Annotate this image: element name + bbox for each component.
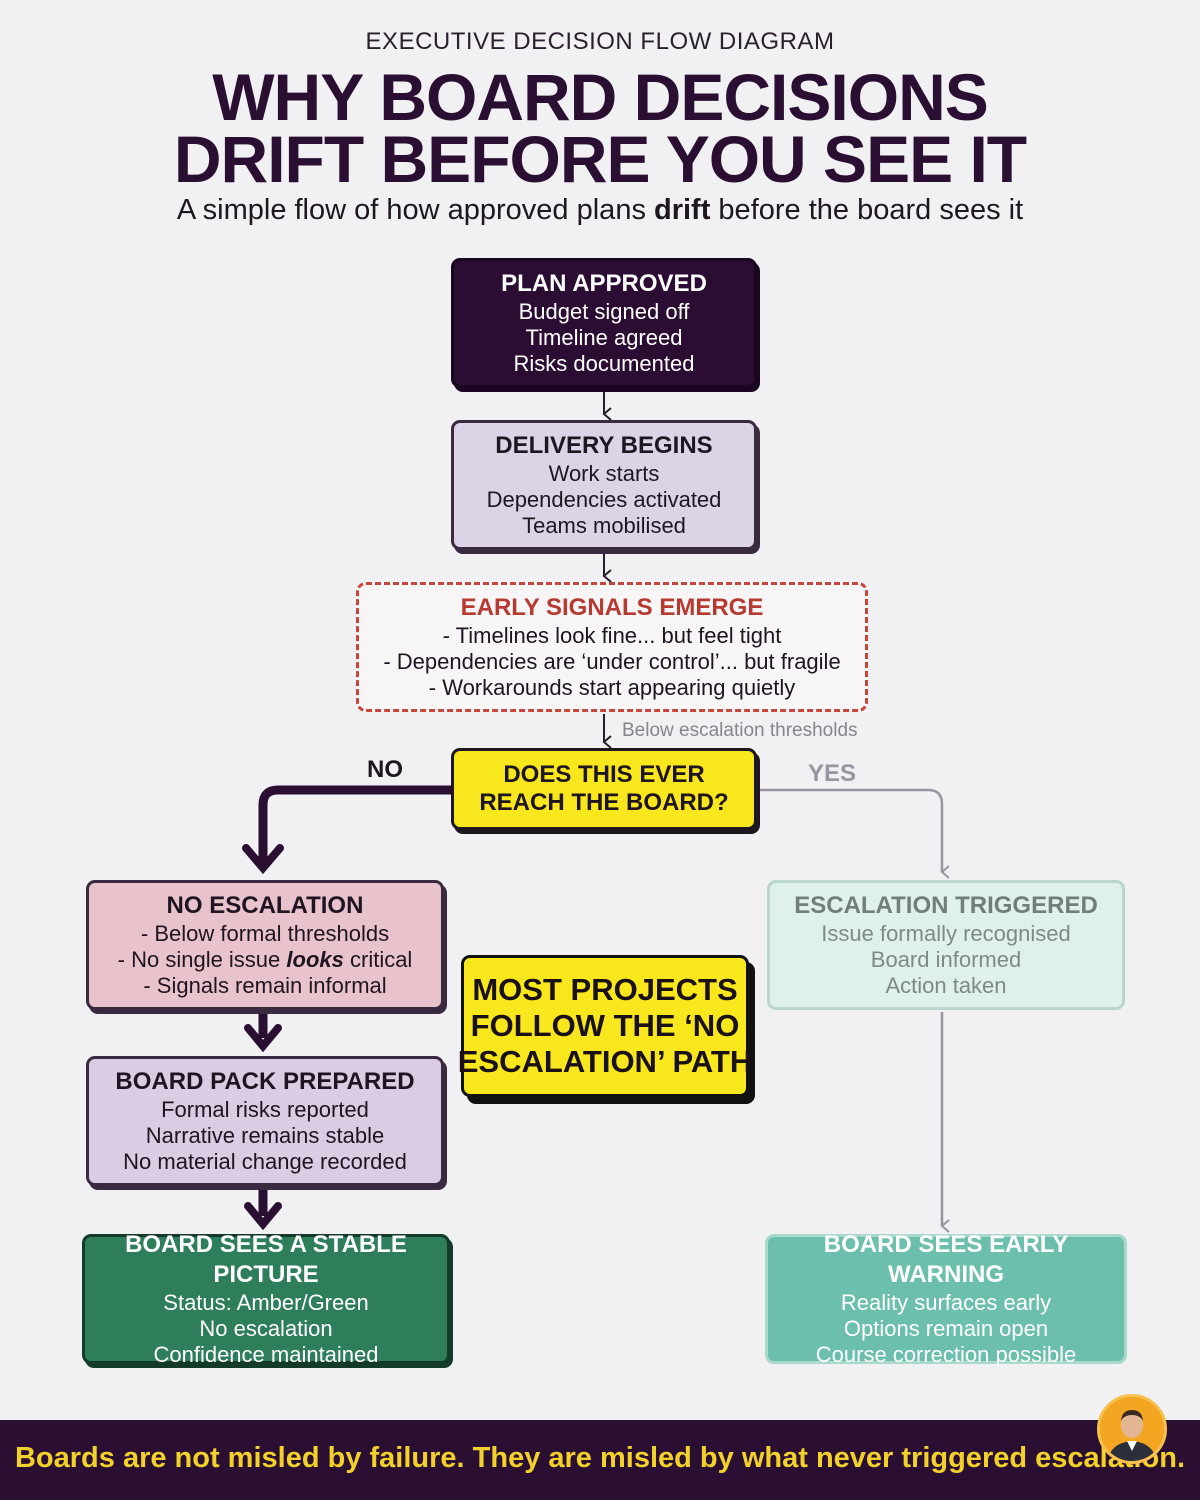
node-title: BOARD SEES A STABLE PICTURE xyxy=(125,1231,407,1288)
question-line-2: REACH THE BOARD? xyxy=(479,789,729,816)
avatar xyxy=(1097,1394,1167,1464)
node-line: - Timelines look fine... but feel tight xyxy=(442,623,782,648)
node-line: Teams mobilised xyxy=(522,513,686,538)
node-delivery-begins: DELIVERY BEGINS Work starts Dependencies… xyxy=(451,420,757,550)
subtitle-after: before the board sees it xyxy=(710,194,1024,226)
node-line: No material change recorded xyxy=(123,1149,407,1174)
node-title: BOARD PACK PREPARED xyxy=(115,1068,415,1095)
arrow-noesc-to-pack-head xyxy=(244,1024,282,1053)
page-title: WHY BOARD DECISIONS DRIFT BEFORE YOU SEE… xyxy=(0,60,1200,196)
node-line: - Dependencies are ‘under control’... bu… xyxy=(383,649,841,674)
node-line: Issue formally recognised xyxy=(821,921,1071,946)
subtitle-before: A simple flow of how approved plans xyxy=(176,194,654,226)
node-title: NO ESCALATION xyxy=(166,892,364,919)
callout-line: MOST PROJECTS xyxy=(472,972,738,1007)
node-line: Work starts xyxy=(548,461,660,486)
callout-line: ESCALATION’ PATH xyxy=(457,1044,753,1079)
callout-most-projects: MOST PROJECTS FOLLOW THE ‘NO ESCALATION’… xyxy=(458,955,752,1097)
no-branch-label: NO xyxy=(367,756,403,783)
node-line: Timeline agreed xyxy=(525,325,683,350)
node-title: EARLY SIGNALS EMERGE xyxy=(460,594,764,621)
line-emphasis: looks xyxy=(286,947,344,972)
node-early-signals: EARLY SIGNALS EMERGE - Timelines look fi… xyxy=(356,582,868,712)
node-board-sees-early-warning: BOARD SEES EARLY WARNING Reality surface… xyxy=(765,1231,1127,1367)
node-line: - Below formal thresholds xyxy=(140,921,390,946)
node-escalation-triggered: ESCALATION TRIGGERED Issue formally reco… xyxy=(767,880,1125,1010)
callout-line: FOLLOW THE ‘NO xyxy=(470,1008,740,1043)
node-line: Course correction possible xyxy=(815,1342,1077,1367)
subtitle-bold: drift xyxy=(654,194,711,226)
node-title: PLAN APPROVED xyxy=(501,270,707,297)
page-subtitle: A simple flow of how approved plans drif… xyxy=(0,194,1200,227)
node-line: - Workarounds start appearing quietly xyxy=(428,675,796,700)
node-line: No escalation xyxy=(199,1316,333,1341)
node-line: Narrative remains stable xyxy=(145,1123,385,1148)
node-title: BOARD SEES EARLY WARNING xyxy=(823,1231,1069,1288)
node-board-sees-stable-picture: BOARD SEES A STABLE PICTURE Status: Ambe… xyxy=(82,1231,450,1367)
node-no-escalation: NO ESCALATION - Below formal thresholds … xyxy=(86,880,444,1010)
line-after: critical xyxy=(343,947,413,972)
title-line-1: WHY BOARD DECISIONS xyxy=(212,60,989,134)
arrow-no-head xyxy=(242,844,284,875)
node-line: Risks documented xyxy=(513,351,695,376)
node-plan-approved: PLAN APPROVED Budget signed off Timeline… xyxy=(451,258,757,388)
node-line: Dependencies activated xyxy=(486,487,722,512)
person-icon xyxy=(1100,1397,1164,1461)
arrow-yes-path xyxy=(757,788,950,879)
node-line: Action taken xyxy=(885,973,1007,998)
node-title: DELIVERY BEGINS xyxy=(495,432,713,459)
node-line: Board informed xyxy=(870,947,1022,972)
node-line: - Signals remain informal xyxy=(143,973,387,998)
arrow-no-path xyxy=(258,785,451,862)
below-thresholds-label: Below escalation thresholds xyxy=(622,720,858,741)
node-decision-question: DOES THIS EVER REACH THE BOARD? xyxy=(451,748,757,830)
diagram-kicker: EXECUTIVE DECISION FLOW DIAGRAM xyxy=(365,28,835,55)
node-line: Formal risks reported xyxy=(161,1097,369,1122)
node-line: - No single issue looks critical xyxy=(118,947,413,973)
node-line: Status: Amber/Green xyxy=(163,1290,369,1315)
title-line-2: DRIFT BEFORE YOU SEE IT xyxy=(173,122,1027,196)
node-line: Confidence maintained xyxy=(153,1342,379,1367)
yes-branch-label: YES xyxy=(808,760,857,787)
footer-text: Boards are not misled by failure. They a… xyxy=(14,1442,1186,1474)
footer-banner: Boards are not misled by failure. They a… xyxy=(0,1420,1200,1500)
line-before: - No single issue xyxy=(117,947,287,972)
question-line-1: DOES THIS EVER xyxy=(503,761,705,788)
node-title: ESCALATION TRIGGERED xyxy=(794,892,1098,919)
arrow-pack-to-stable-head xyxy=(244,1202,282,1231)
node-line: Budget signed off xyxy=(518,299,690,324)
node-board-pack-prepared: BOARD PACK PREPARED Formal risks reporte… xyxy=(86,1056,444,1186)
node-line: Reality surfaces early xyxy=(840,1290,1052,1315)
node-line: Options remain open xyxy=(843,1316,1049,1341)
